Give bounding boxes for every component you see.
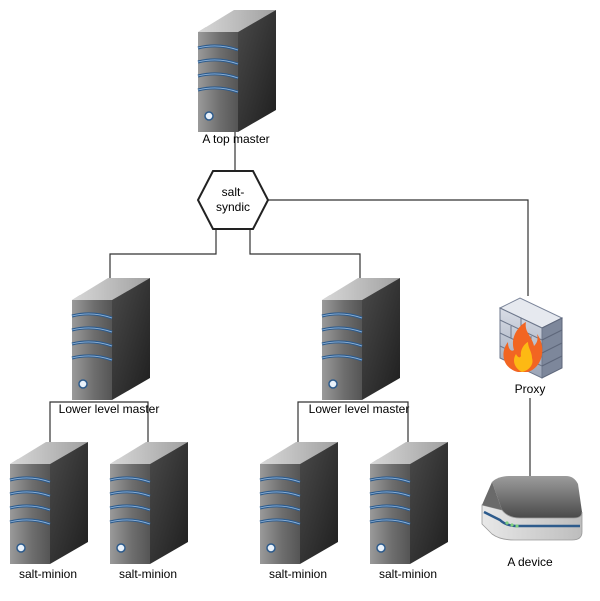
server-icon bbox=[70, 276, 152, 402]
flame-icon bbox=[503, 322, 543, 372]
syndic-node: salt- syndic bbox=[196, 170, 270, 230]
lower-master-left-node: Lower level master bbox=[59, 276, 160, 416]
minion-4-label: salt-minion bbox=[379, 567, 437, 581]
minion-1-label: salt-minion bbox=[19, 567, 77, 581]
top-master-label: A top master bbox=[202, 132, 269, 146]
syndic-label-line1: salt- bbox=[222, 185, 245, 199]
device-label: A device bbox=[507, 555, 553, 569]
proxy-node: Proxy bbox=[498, 297, 564, 396]
server-icon bbox=[8, 440, 90, 566]
minion-2-node: salt-minion bbox=[108, 440, 190, 581]
connector-syndic-to-proxy bbox=[268, 199, 529, 296]
minion-3-node: salt-minion bbox=[258, 440, 340, 581]
proxy-label: Proxy bbox=[515, 382, 546, 396]
server-icon bbox=[108, 440, 190, 566]
device-node: A device bbox=[481, 476, 583, 569]
firewall-icon bbox=[498, 297, 564, 379]
lower-master-right-label: Lower level master bbox=[309, 402, 410, 416]
connector-lower-left-to-minions bbox=[49, 401, 149, 444]
connector-syndic-to-lower-right bbox=[249, 229, 361, 282]
server-icon bbox=[258, 440, 340, 566]
minion-3-label: salt-minion bbox=[269, 567, 327, 581]
hexagon-shape bbox=[196, 170, 270, 230]
minion-4-node: salt-minion bbox=[368, 440, 450, 581]
lower-master-left-label: Lower level master bbox=[59, 402, 160, 416]
minion-2-label: salt-minion bbox=[119, 567, 177, 581]
device-icon bbox=[481, 476, 583, 541]
server-icon bbox=[320, 276, 402, 402]
syndic-label-line2: syndic bbox=[216, 200, 250, 214]
lower-master-right-node: Lower level master bbox=[309, 276, 410, 416]
connector-syndic-to-lower-left bbox=[109, 229, 217, 282]
top-master-node: A top master bbox=[196, 8, 278, 146]
server-icon bbox=[368, 440, 450, 566]
connectors bbox=[49, 128, 531, 478]
server-icon bbox=[196, 8, 278, 134]
minion-1-node: salt-minion bbox=[8, 440, 90, 581]
connector-lower-right-to-minions bbox=[297, 401, 409, 444]
